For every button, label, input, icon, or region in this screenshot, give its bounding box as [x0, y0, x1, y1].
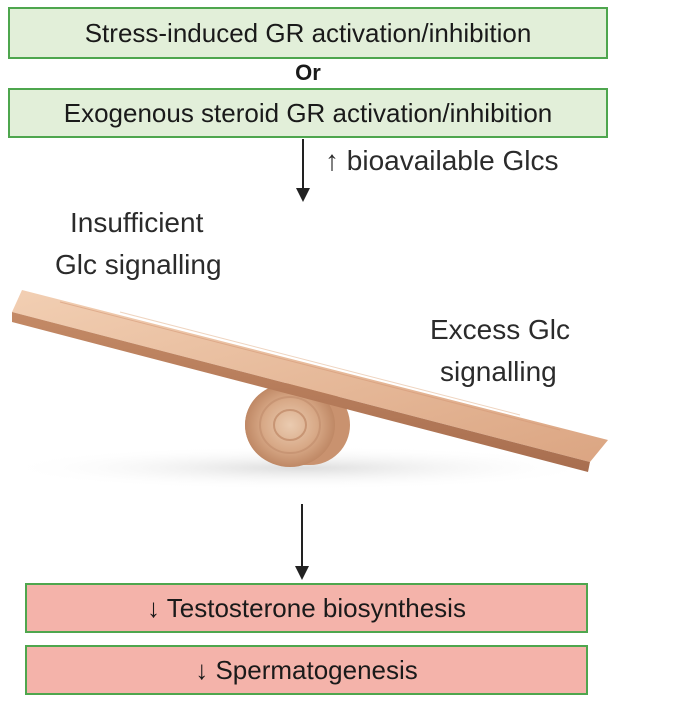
spermatogenesis-text: ↓ Spermatogenesis: [195, 654, 418, 685]
insufficient-label-line1: Insufficient: [70, 207, 204, 238]
or-label: Or: [295, 60, 321, 85]
stress-induced-box: Stress-induced GR activation/inhibition: [8, 7, 608, 59]
seesaw-plank: [12, 290, 608, 472]
insufficient-label-line2: Glc signalling: [55, 249, 222, 280]
exogenous-steroid-box: Exogenous steroid GR activation/inhibiti…: [8, 88, 608, 138]
excess-label-line1: Excess Glc: [430, 314, 571, 345]
exogenous-steroid-text: Exogenous steroid GR activation/inhibiti…: [63, 97, 553, 128]
down-arrow-top: [296, 139, 310, 202]
stress-induced-text: Stress-induced GR activation/inhibition: [84, 17, 532, 48]
bioavailable-glcs-label: ↑ bioavailable Glcs: [325, 145, 559, 176]
ground-shadow: [0, 446, 600, 490]
testosterone-box: ↓ Testosterone biosynthesis: [25, 583, 588, 633]
testosterone-text: ↓ Testosterone biosynthesis: [147, 592, 466, 623]
excess-label-line2: signalling: [440, 356, 557, 387]
spermatogenesis-box: ↓ Spermatogenesis: [25, 645, 588, 695]
log-fulcrum: [245, 383, 350, 467]
down-arrow-bottom: [295, 504, 309, 580]
